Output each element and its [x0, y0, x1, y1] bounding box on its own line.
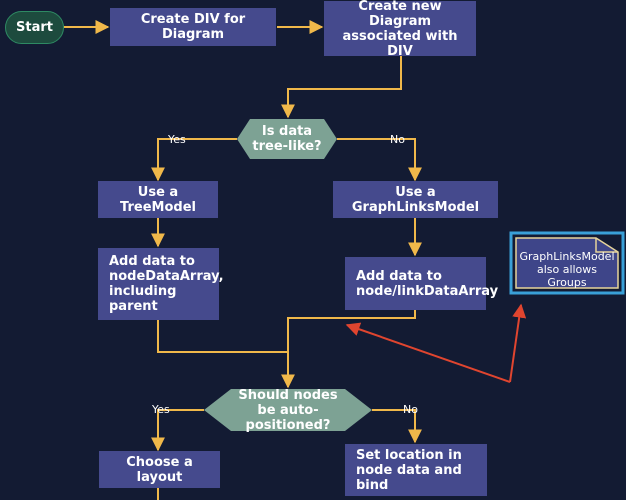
connector-diagram-to-decision — [281, 56, 402, 119]
connector-yes-to-layout — [151, 409, 204, 452]
add-node-data-node[interactable]: Add data to nodeDataArray, including par… — [98, 248, 224, 320]
no-label-2: No — [403, 403, 418, 416]
connector-no-to-graph-model — [337, 138, 422, 182]
yes-label-1: Yes — [168, 133, 186, 146]
tree-like-diamond[interactable] — [237, 119, 337, 159]
use-tree-model-node[interactable]: Use a TreeModel — [98, 181, 218, 218]
note-shape[interactable] — [515, 237, 619, 289]
connector-link-data-to-decision — [287, 310, 416, 352]
add-link-data-node[interactable]: Add data to node/linkDataArray — [345, 257, 498, 310]
annotation-arrow-to-note — [509, 303, 527, 383]
connector-no-to-location — [372, 409, 422, 444]
create-diagram-node[interactable]: Create new Diagram associated with DIV — [324, 0, 476, 59]
note-fold — [595, 238, 618, 253]
yes-label-2: Yes — [152, 403, 170, 416]
annotation-arrow-to-link-data — [345, 322, 511, 383]
connector-node-data-to-decision — [157, 320, 295, 389]
create-div-node[interactable]: Create DIV for Diagram — [110, 8, 276, 46]
no-label-1: No — [390, 133, 405, 146]
auto-positioned-label: Should nodes be auto-positioned? — [238, 387, 338, 433]
connector-yes-to-tree-model — [151, 138, 237, 182]
choose-layout-node[interactable]: Choose a layout — [99, 451, 220, 488]
note-frame — [509, 231, 625, 295]
note-text: GraphLinksModel also allows Groups — [519, 249, 615, 289]
auto-positioned-diamond[interactable] — [204, 389, 372, 431]
tree-like-label: Is data tree-like? — [252, 124, 322, 154]
use-graph-model-node[interactable]: Use a GraphLinksModel — [333, 181, 498, 218]
start-node[interactable]: Start — [5, 11, 64, 44]
set-location-node[interactable]: Set location in node data and bind — [345, 444, 487, 496]
